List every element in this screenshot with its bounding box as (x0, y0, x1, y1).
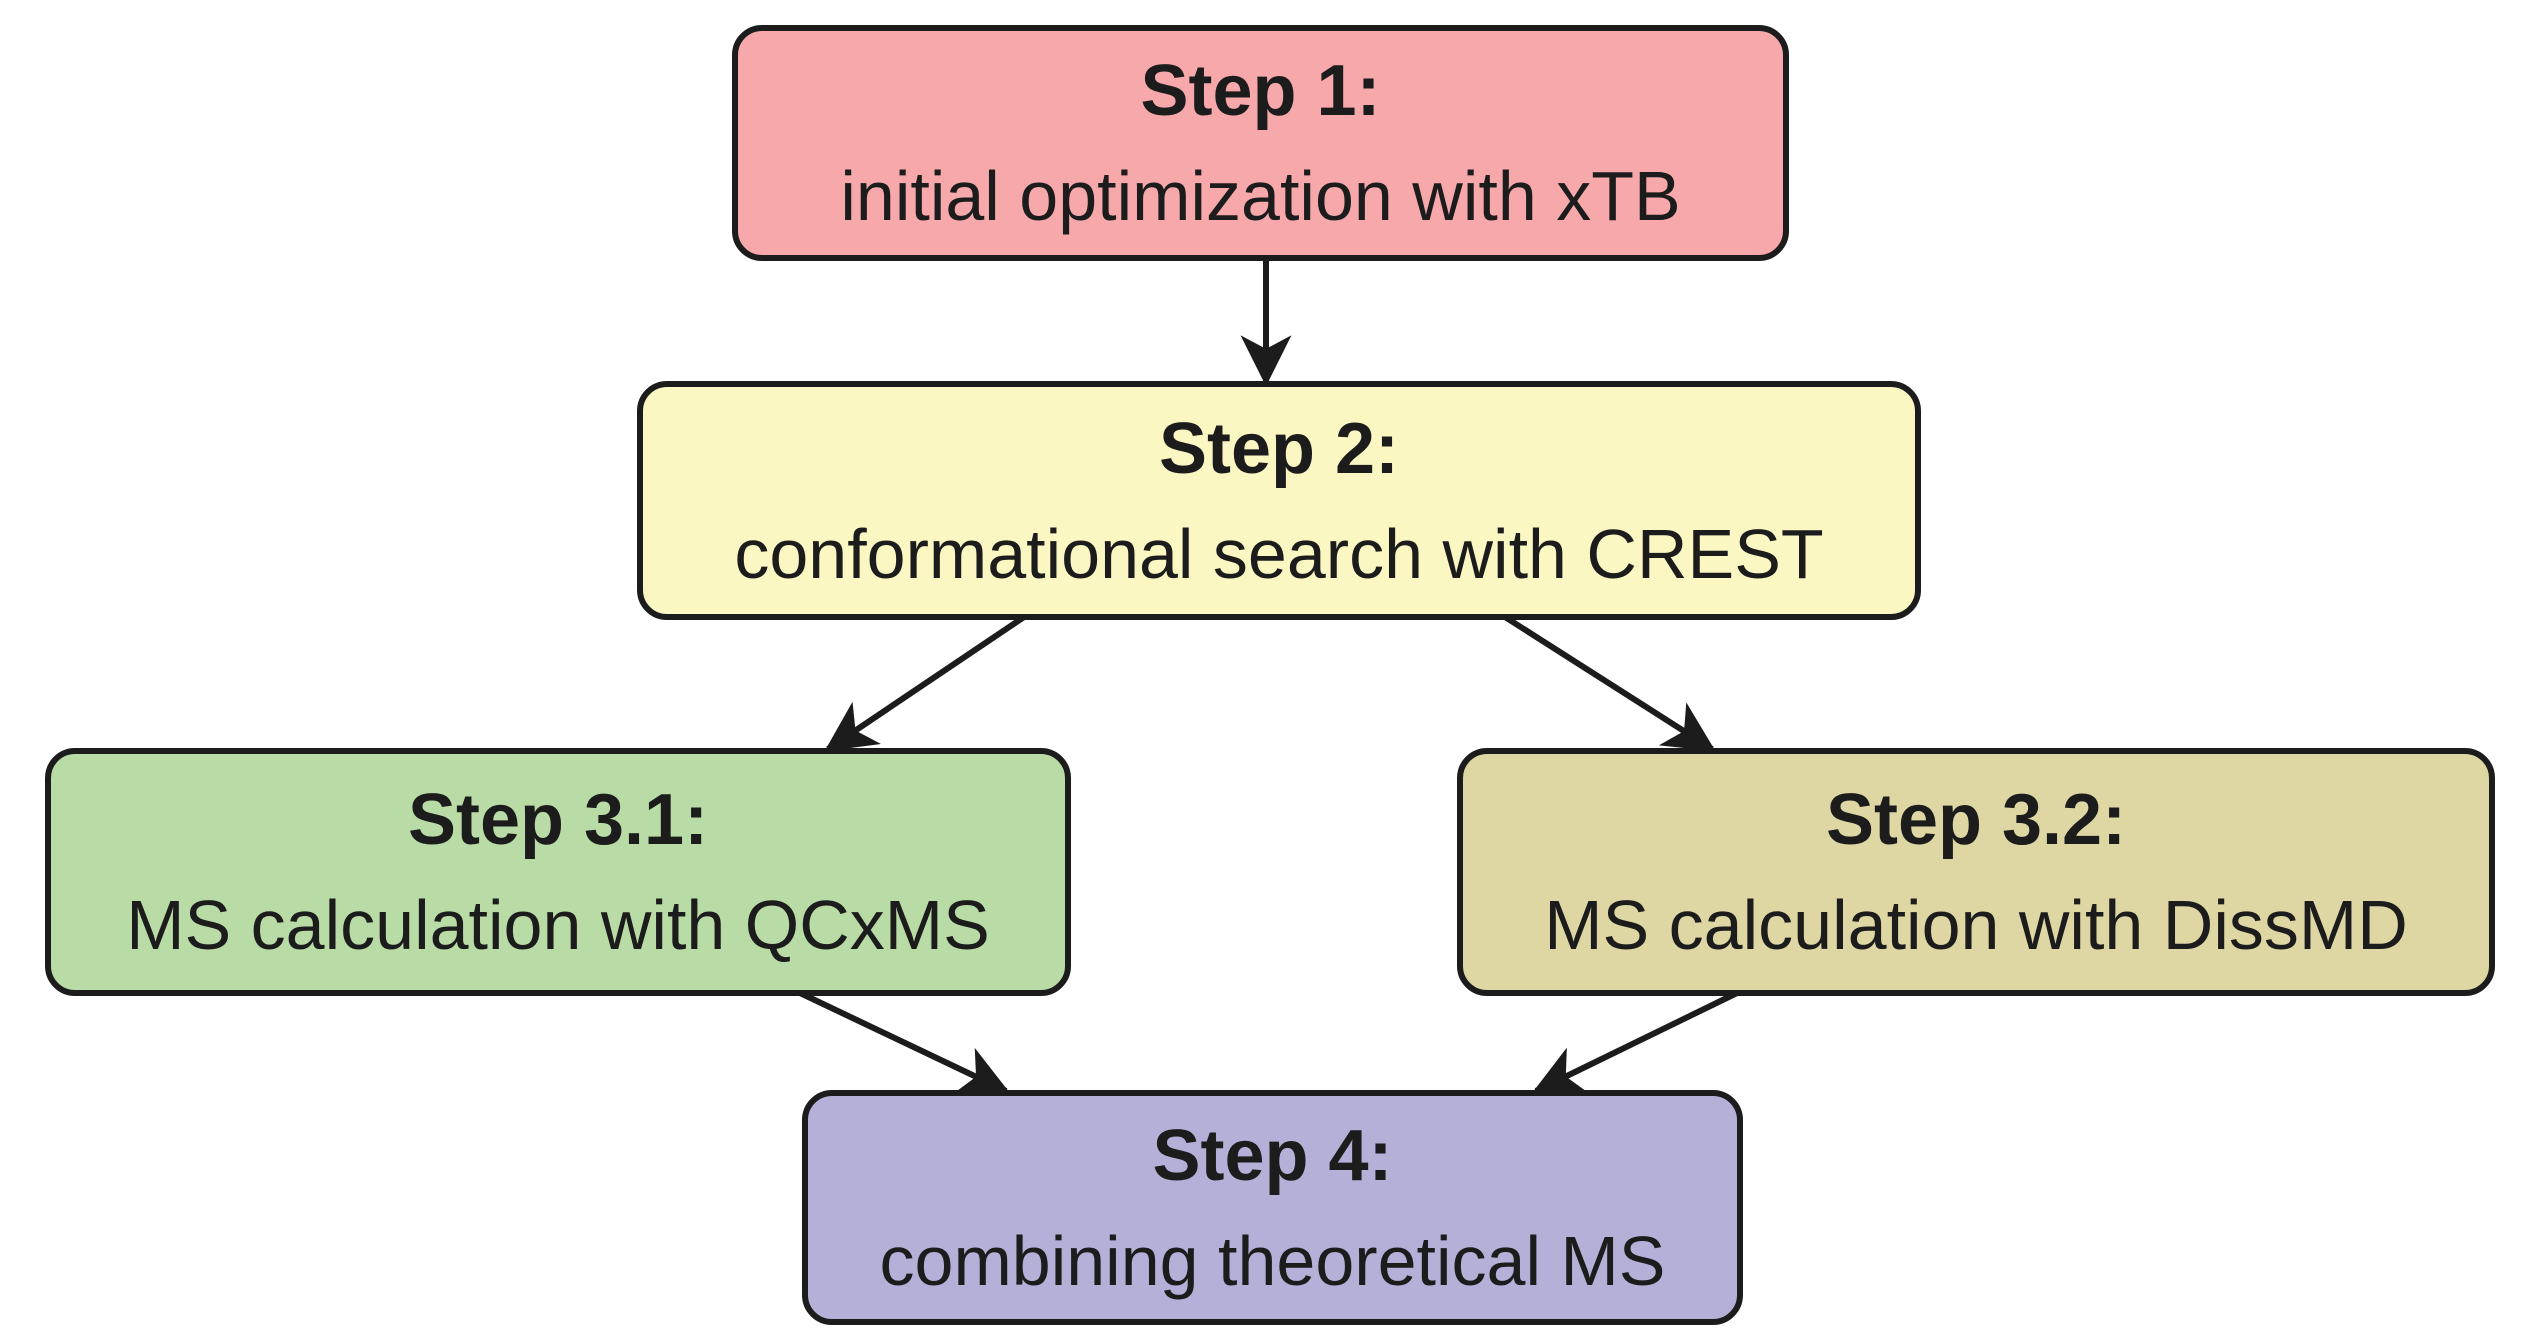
arrow-step32-to-step4 (1532, 990, 1739, 1094)
node-step-3-2-subtitle: MS calculation with DissMD (1544, 886, 2408, 964)
node-step-3-1-subtitle: MS calculation with QCxMS (126, 886, 990, 964)
node-step-3-1: Step 3.1: MS calculation with QCxMS (45, 748, 1071, 996)
arrow-step31-to-step4 (798, 990, 1010, 1094)
node-step-1-subtitle: initial optimization with xTB (840, 157, 1681, 235)
node-step-4-title: Step 4: (1152, 1115, 1393, 1196)
node-step-4-subtitle: combining theoretical MS (879, 1221, 1666, 1300)
node-step-3-2-title: Step 3.2: (1825, 780, 2127, 860)
node-step-4: Step 4: combining theoretical MS (802, 1090, 1743, 1325)
arrow-step2-to-step32 (1503, 614, 1716, 752)
node-step-1: Step 1: initial optimization with xTB (732, 25, 1789, 261)
node-step-1-title: Step 1: (1140, 51, 1381, 131)
arrow-step2-to-step31 (824, 614, 1026, 752)
node-step-2-subtitle: conformational search with CREST (734, 514, 1824, 593)
node-step-2: Step 2: conformational search with CREST (637, 381, 1921, 620)
node-step-2-title: Step 2: (1158, 408, 1400, 489)
node-step-3-1-title: Step 3.1: (407, 780, 709, 860)
node-step-3-2: Step 3.2: MS calculation with DissMD (1457, 748, 2495, 996)
